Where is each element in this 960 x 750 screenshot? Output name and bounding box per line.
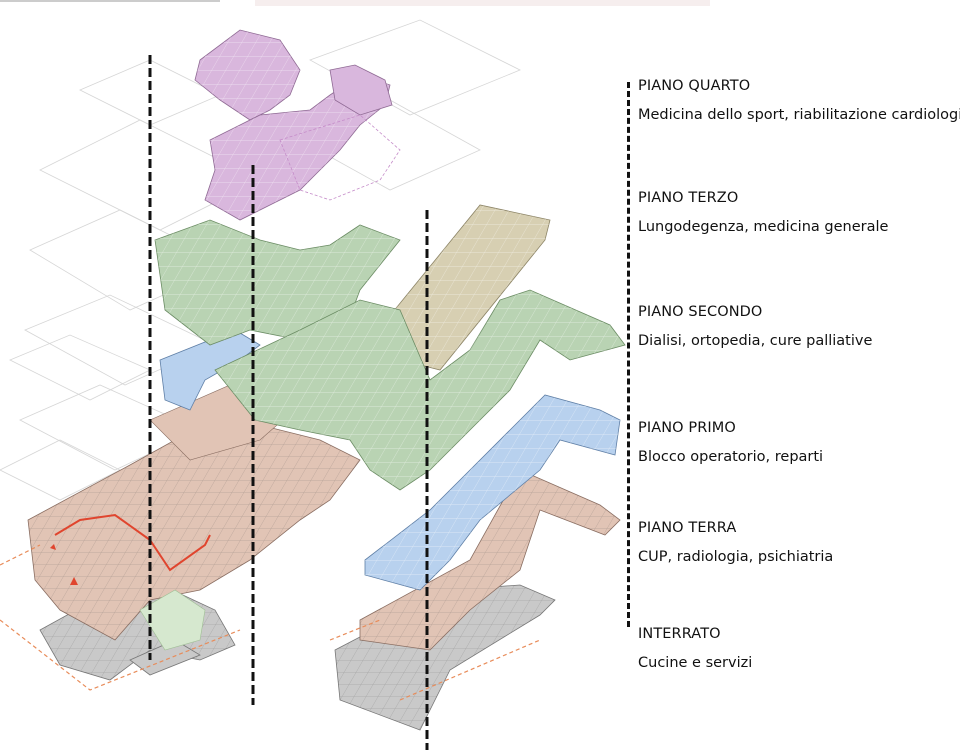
floor-primo-title: PIANO PRIMO — [638, 420, 736, 436]
floor-interrato-desc: Cucine e servizi — [638, 655, 753, 671]
floor-secondo-title: PIANO SECONDO — [638, 304, 763, 320]
legend-divider — [627, 82, 630, 627]
vertical-axis-lines — [148, 55, 429, 750]
floor-quarto-title: PIANO QUARTO — [638, 78, 751, 94]
floor-interrato-title: INTERRATO — [638, 626, 721, 642]
floor-terra-title: PIANO TERRA — [638, 520, 737, 536]
floor-quarto-plan — [194, 29, 401, 221]
floor-terra-desc: CUP, radiologia, psichiatria — [638, 549, 834, 565]
floor-secondo-desc: Dialisi, ortopedia, cure palliative — [638, 333, 873, 349]
top-strip — [255, 0, 710, 6]
floor-terzo-title: PIANO TERZO — [638, 190, 739, 206]
floor-quarto-desc: Medicina dello sport, riabilitazione car… — [638, 107, 960, 123]
floor-terzo-desc: Lungodegenza, medicina generale — [638, 219, 889, 235]
floor-primo-desc: Blocco operatorio, reparti — [638, 449, 824, 465]
floor-terzo-plan — [154, 219, 626, 491]
